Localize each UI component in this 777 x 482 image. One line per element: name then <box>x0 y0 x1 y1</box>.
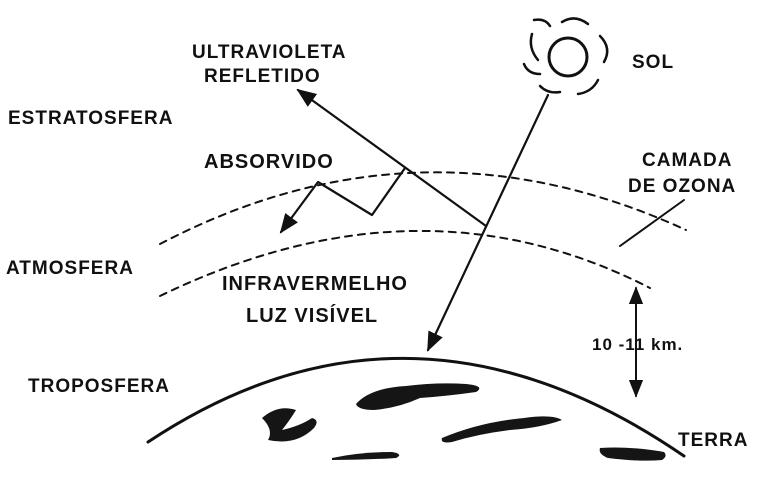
land-masses <box>262 383 666 461</box>
atmosphere-label: ATMOSFERA <box>6 258 134 279</box>
absorbed-zigzag-arrow <box>279 166 407 234</box>
visible-light-label: LUZ VISÍVEL <box>246 304 378 327</box>
ozone-layer-inner-boundary <box>159 229 651 297</box>
infrared-label: INFRAVERMELHO <box>222 273 408 295</box>
ozone-layer-outer-boundary <box>159 171 687 245</box>
altitude-label: 10 -11 km. <box>592 335 683 354</box>
earth-label: TERRA <box>678 430 748 451</box>
earth-surface <box>146 356 686 458</box>
stratosphere-label: ESTRATOSFERA <box>8 108 173 129</box>
ultraviolet-label-line2: REFLETIDO <box>204 66 321 87</box>
ozone-pointer-line <box>619 199 685 247</box>
troposphere-label: TROPOSFERA <box>28 376 170 397</box>
ultraviolet-label-line1: ULTRAVIOLETA <box>192 42 346 63</box>
ozone-label-line1: CAMADA <box>642 150 732 171</box>
reflected-uv-ray <box>296 88 488 228</box>
sunlight-ray <box>426 93 550 352</box>
absorbed-label: ABSORVIDO <box>204 151 334 173</box>
sun-icon <box>522 17 609 96</box>
sun-label: SOL <box>632 52 674 73</box>
ozone-label-line2: DE OZONA <box>628 176 736 197</box>
